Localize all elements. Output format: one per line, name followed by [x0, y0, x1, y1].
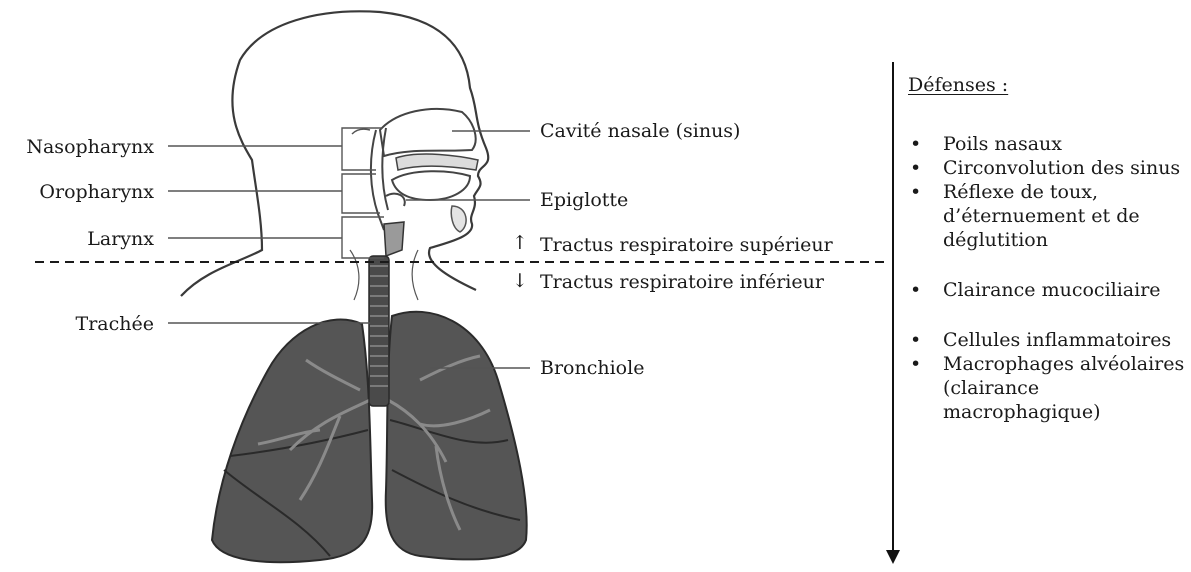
- defenses-list: Poils nasaux Circonvolution des sinus Ré…: [908, 132, 1188, 424]
- trachea: [369, 256, 389, 406]
- larynx-shape: [384, 222, 404, 256]
- left-lung: [212, 320, 372, 563]
- defense-arrow-head: [886, 550, 900, 564]
- arrow-down-icon: ↓: [512, 270, 528, 292]
- label-cavite-nasale: Cavité nasale (sinus): [540, 120, 740, 142]
- mouth-shape: [392, 171, 470, 200]
- nasal-cavity-shape: [380, 109, 476, 156]
- label-nasopharynx: Nasopharynx: [0, 136, 154, 158]
- defense-item: Clairance mucociliaire: [908, 278, 1188, 302]
- label-tract-lower: Tractus respiratoire inférieur: [540, 271, 824, 293]
- label-larynx: Larynx: [0, 228, 154, 250]
- label-epiglotte: Epiglotte: [540, 189, 628, 211]
- arrow-up-icon: ↑: [512, 232, 528, 254]
- defense-item: Macrophages alvéolaires (clairance macro…: [908, 352, 1188, 424]
- label-tract-upper: Tractus respiratoire supérieur: [540, 234, 833, 256]
- head-outline: [181, 11, 488, 296]
- defense-item: Réflexe de toux, d’éternuement et de dég…: [908, 180, 1188, 252]
- left-leaders: [168, 128, 384, 323]
- defense-item: Cellules inflammatoires: [908, 328, 1188, 352]
- label-trachee: Trachée: [0, 313, 154, 335]
- label-oropharynx: Oropharynx: [0, 181, 154, 203]
- defenses-title: Défenses :: [908, 74, 1008, 96]
- label-bronchiole: Bronchiole: [540, 357, 644, 379]
- defense-item: Poils nasaux: [908, 132, 1188, 156]
- defense-item: Circonvolution des sinus: [908, 156, 1188, 180]
